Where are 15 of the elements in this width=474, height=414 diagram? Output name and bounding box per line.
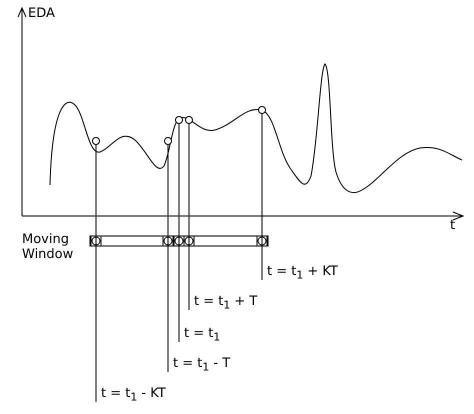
curve-sample-marker [164,137,172,145]
axis-label: EDA [28,6,55,21]
curve-sample-marker [185,116,193,124]
time-label: t = t$_{1}$ + T [189,294,258,314]
time-label: t = t$_{1}$ - T [168,356,230,376]
axis-label: t [450,218,456,233]
time-label: t = t$_{1}$ - KT [96,386,166,406]
curve-sample-marker [92,137,100,145]
curve-sample-marker [175,116,183,124]
curve-sample-marker [258,106,266,114]
time-label: t = t$_{1}$ + KT [262,264,338,284]
time-label: t = t$_{1}$ [179,326,220,346]
leader-line [188,124,190,310]
leader-line [178,124,180,342]
axis-label: Moving Window [22,232,74,262]
